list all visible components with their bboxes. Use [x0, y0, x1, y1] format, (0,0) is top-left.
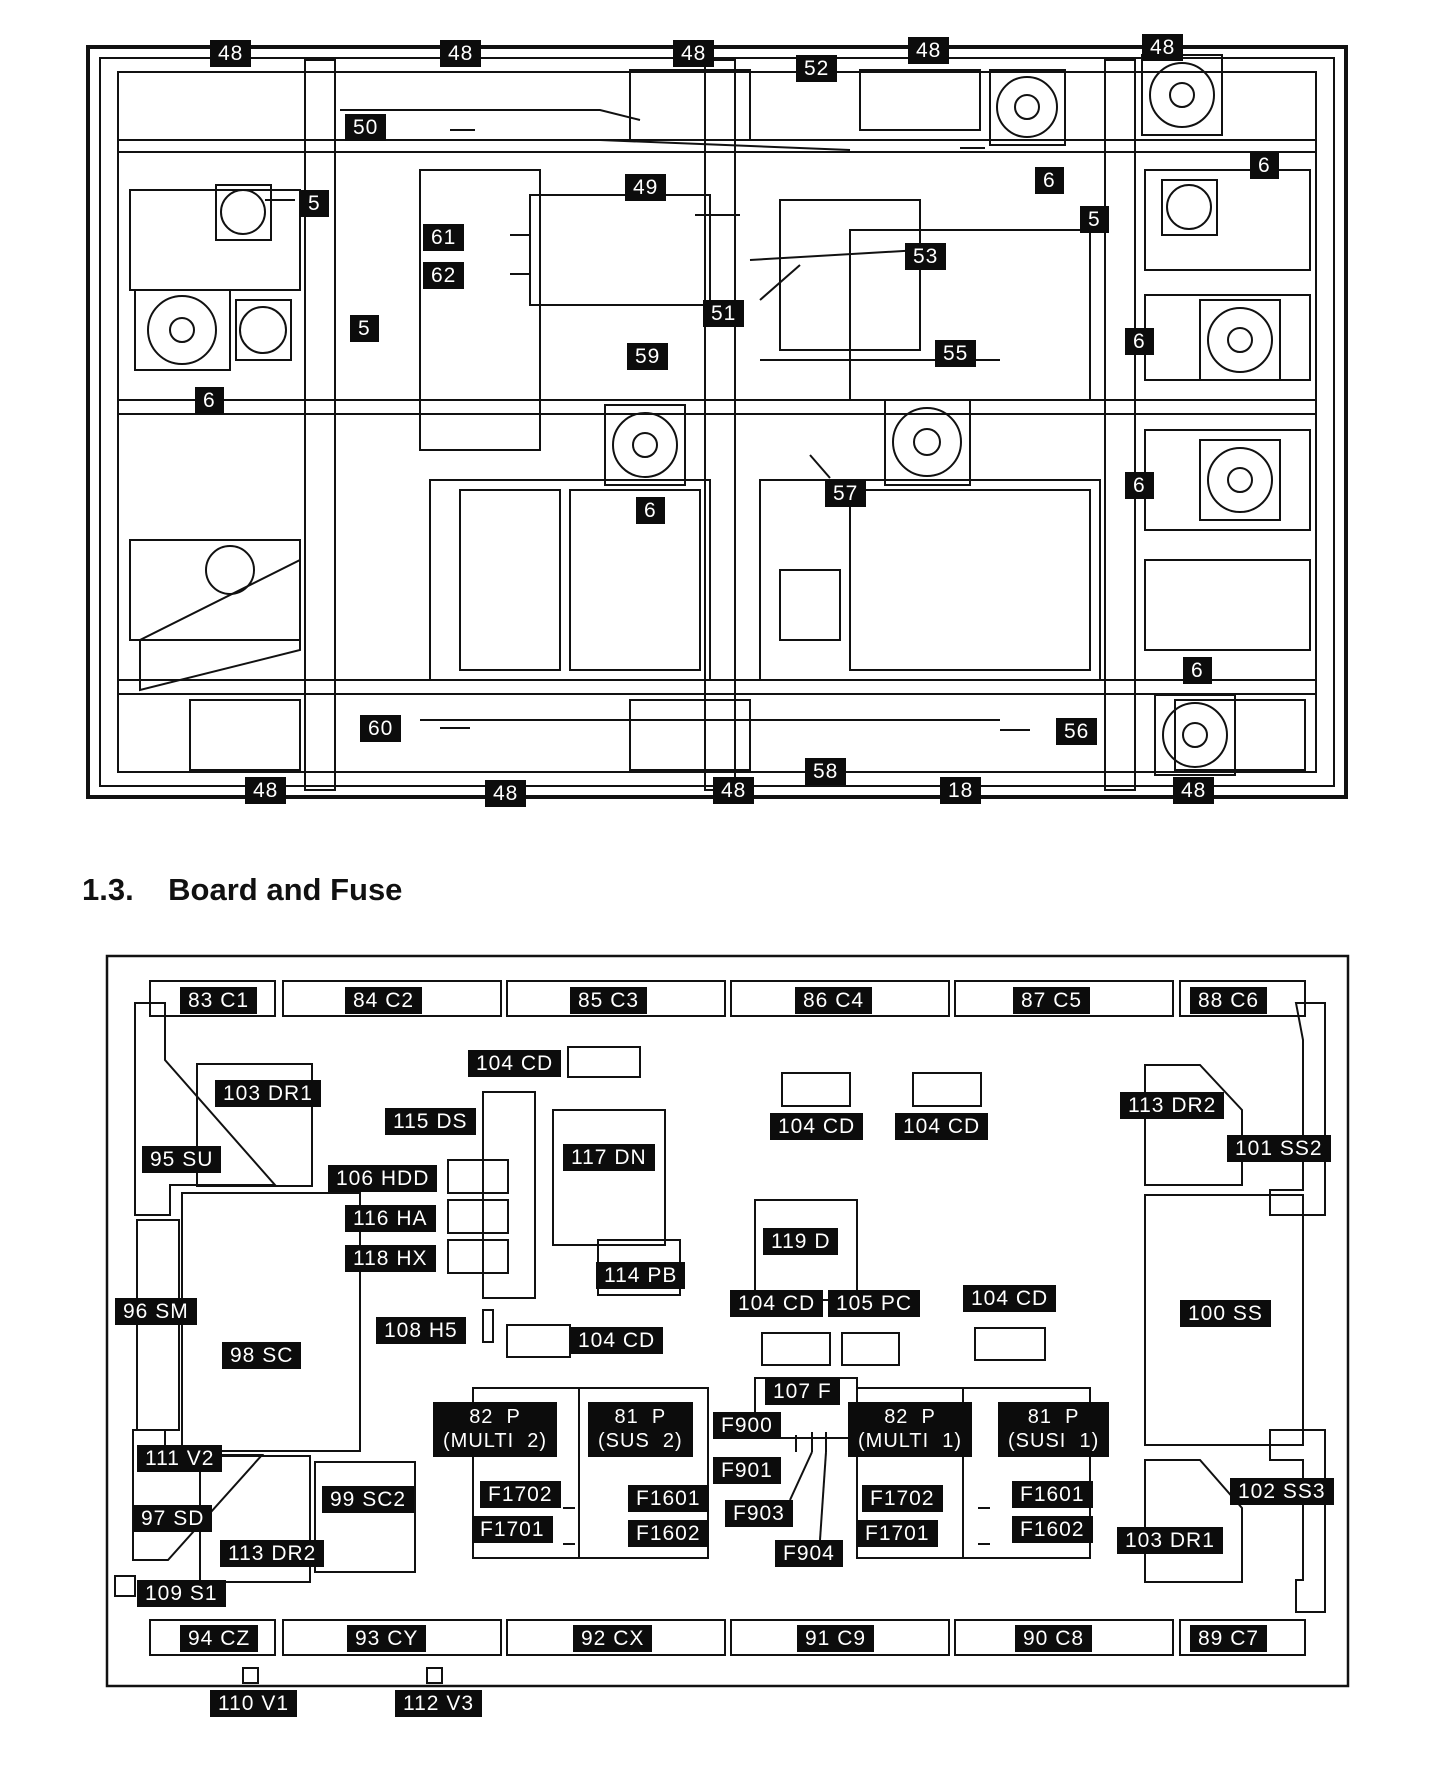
board-label-ds: 115 DS — [385, 1108, 476, 1135]
fuse-label-f1701: F1701 — [857, 1520, 938, 1547]
connector-label-v3: 112 V3 — [395, 1690, 482, 1717]
board-label-cd: 104 CD — [468, 1050, 562, 1077]
callout-56: 56 — [1056, 718, 1098, 745]
section-number: 1.3. — [82, 872, 134, 907]
fuse-label-f1702: F1702 — [862, 1485, 943, 1512]
board-label-sc2: 99 SC2 — [322, 1486, 415, 1513]
callout-48: 48 — [485, 780, 527, 807]
fuse-label-f903: F903 — [725, 1500, 793, 1527]
board-label-c6: 88 C6 — [1190, 987, 1268, 1014]
board-label-s1: 109 S1 — [137, 1580, 226, 1607]
callout-48: 48 — [713, 777, 755, 804]
callout-59: 59 — [627, 343, 669, 370]
callout-6: 6 — [1250, 152, 1279, 179]
board-label-p-sus-2: 81 P (SUS 2) — [588, 1402, 693, 1458]
fuse-label-f1702: F1702 — [480, 1481, 561, 1508]
board-label-dr1: 103 DR1 — [1117, 1527, 1223, 1554]
board-label-cx: 92 CX — [573, 1625, 653, 1652]
callout-52: 52 — [796, 55, 838, 82]
board-label-cy: 93 CY — [347, 1625, 427, 1652]
board-label-dr2: 113 DR2 — [1120, 1092, 1225, 1119]
callout-50: 50 — [345, 114, 387, 141]
board-label-p-susi-1: 81 P (SUSI 1) — [998, 1402, 1110, 1458]
callout-51: 51 — [703, 300, 745, 327]
board-label-p-multi-1: 82 P (MULTI 1) — [848, 1402, 973, 1458]
board-label-c5: 87 C5 — [1013, 987, 1091, 1014]
board-label-c9: 91 C9 — [797, 1625, 875, 1652]
board-label-ha: 116 HA — [345, 1205, 436, 1232]
callout-62: 62 — [423, 262, 465, 289]
board-label-dn: 117 DN — [563, 1144, 655, 1171]
callout-18: 18 — [940, 777, 982, 804]
fuse-label-f1701: F1701 — [472, 1516, 553, 1543]
board-label-c1: 83 C1 — [180, 987, 258, 1014]
callout-57: 57 — [825, 480, 867, 507]
board-label-cd: 104 CD — [770, 1113, 864, 1140]
board-label-pc: 105 PC — [828, 1290, 921, 1317]
callout-48: 48 — [440, 40, 482, 67]
callout-6: 6 — [1125, 328, 1154, 355]
callout-48: 48 — [1142, 34, 1184, 61]
board-label-cd: 104 CD — [730, 1290, 824, 1317]
board-label-dr1: 103 DR1 — [215, 1080, 321, 1107]
board-label-hx: 118 HX — [345, 1245, 436, 1272]
callout-6: 6 — [1125, 472, 1154, 499]
board-label-c2: 84 C2 — [345, 987, 423, 1014]
callout-6: 6 — [1183, 657, 1212, 684]
fuse-label-f1602: F1602 — [1012, 1516, 1093, 1543]
board-label-cd: 104 CD — [570, 1327, 664, 1354]
board-label-p-multi-2: 82 P (MULTI 2) — [433, 1402, 558, 1458]
board-label-d: 119 D — [763, 1228, 839, 1255]
callout-6: 6 — [636, 497, 665, 524]
callout-48: 48 — [245, 777, 287, 804]
callout-60: 60 — [360, 715, 402, 742]
fuse-label-f1601: F1601 — [628, 1485, 709, 1512]
fuse-label-f1602: F1602 — [628, 1520, 709, 1547]
board-label-pb: 114 PB — [596, 1262, 686, 1289]
board-label-sm: 96 SM — [115, 1298, 197, 1325]
callout-5: 5 — [1080, 206, 1109, 233]
board-label-c7: 89 C7 — [1190, 1625, 1268, 1652]
board-label-hdd: 106 HDD — [328, 1165, 438, 1192]
callout-6: 6 — [1035, 167, 1064, 194]
connector-label-v1: 110 V1 — [210, 1690, 297, 1717]
fuse-label-f904: F904 — [775, 1540, 843, 1567]
board-label-cd: 104 CD — [963, 1285, 1057, 1312]
callout-49: 49 — [625, 174, 667, 201]
callout-53: 53 — [905, 243, 947, 270]
callout-48: 48 — [673, 40, 715, 67]
callout-6: 6 — [195, 387, 224, 414]
board-label-sd: 97 SD — [133, 1505, 213, 1532]
callout-5: 5 — [350, 315, 379, 342]
callout-48: 48 — [908, 37, 950, 64]
board-label-ss2: 101 SS2 — [1227, 1135, 1331, 1162]
section-title: Board and Fuse — [168, 872, 403, 907]
callout-58: 58 — [805, 758, 847, 785]
board-label-ss: 100 SS — [1180, 1300, 1271, 1327]
board-label-c8: 90 C8 — [1015, 1625, 1093, 1652]
callout-5: 5 — [300, 190, 329, 217]
callout-48: 48 — [210, 40, 252, 67]
board-label-h5: 108 H5 — [376, 1317, 466, 1344]
callout-48: 48 — [1173, 777, 1215, 804]
fuse-label-f1601: F1601 — [1012, 1481, 1093, 1508]
board-label-ss3: 102 SS3 — [1230, 1478, 1334, 1505]
fuse-label-f900: F900 — [713, 1412, 781, 1439]
board-label-cz: 94 CZ — [180, 1625, 259, 1652]
board-label-c4: 86 C4 — [795, 987, 873, 1014]
board-label-v2: 111 V2 — [137, 1445, 223, 1472]
board-label-su: 95 SU — [142, 1146, 222, 1173]
board-label-c3: 85 C3 — [570, 987, 648, 1014]
fuse-label-f901: F901 — [713, 1457, 781, 1484]
section-heading: 1.3. Board and Fuse — [82, 872, 402, 908]
board-label-f: 107 F — [765, 1378, 840, 1405]
board-label-dr2: 113 DR2 — [220, 1540, 325, 1567]
board-label-sc: 98 SC — [222, 1342, 302, 1369]
callout-55: 55 — [935, 340, 977, 367]
callout-61: 61 — [423, 224, 465, 251]
board-label-cd: 104 CD — [895, 1113, 989, 1140]
